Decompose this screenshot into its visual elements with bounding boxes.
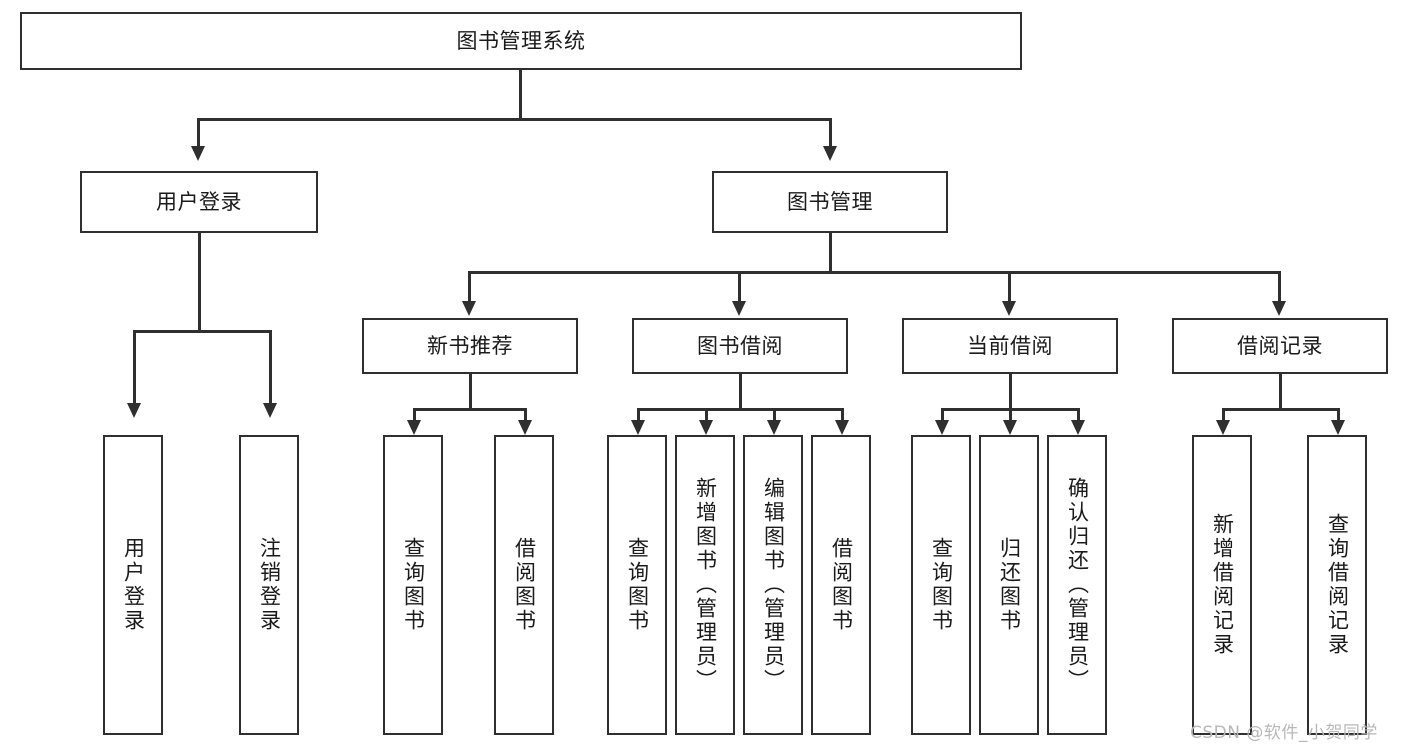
arrow-user-login-to-leaf-1 <box>127 403 141 418</box>
connector-book-management-stem <box>829 233 832 273</box>
node-label: 新增图书（管理员） <box>693 477 718 693</box>
node-label: 新增借阅记录 <box>1210 513 1235 657</box>
leaf-edit-book-admin[interactable]: 编辑图书（管理员） <box>743 435 803 735</box>
connector-cb-to-leaf-3 <box>1077 408 1080 422</box>
arrow-root-to-book-management <box>823 146 837 161</box>
node-book-management-system[interactable]: 图书管理系统 <box>20 12 1022 70</box>
leaf-logout[interactable]: 注销登录 <box>239 435 299 735</box>
connector-new-book-to-leaf-1 <box>413 408 416 422</box>
connector-bb-to-leaf-2 <box>705 408 708 422</box>
node-label: 查询图书 <box>401 537 426 633</box>
connector-user-login-stem <box>198 233 201 332</box>
arrow-bb-to-leaf-2 <box>699 420 713 435</box>
leaf-query-book-current[interactable]: 查询图书 <box>911 435 971 735</box>
node-label: 注销登录 <box>257 537 282 633</box>
connector-br-to-leaf-1 <box>1222 408 1225 422</box>
connector-br-to-leaf-2 <box>1337 408 1340 422</box>
arrow-bm-to-current-borrow <box>1002 301 1016 316</box>
arrow-br-to-leaf-2 <box>1331 420 1345 435</box>
leaf-user-login[interactable]: 用户登录 <box>103 435 163 735</box>
connector-bb-to-leaf-3 <box>773 408 776 422</box>
leaf-borrow-book-recommend[interactable]: 借阅图书 <box>494 435 554 735</box>
node-label: 查询借阅记录 <box>1325 513 1350 657</box>
leaf-query-book-borrow[interactable]: 查询图书 <box>607 435 667 735</box>
node-label: 查询图书 <box>625 537 650 633</box>
connector-root-to-book-management <box>829 118 832 148</box>
node-current-borrow[interactable]: 当前借阅 <box>902 318 1118 374</box>
node-label: 归还图书 <box>997 537 1022 633</box>
arrow-cb-to-leaf-3 <box>1071 420 1085 435</box>
node-label: 图书借阅 <box>697 333 783 358</box>
node-new-book-recommend[interactable]: 新书推荐 <box>362 318 578 374</box>
arrow-cb-to-leaf-1 <box>935 420 949 435</box>
connector-new-book-bus <box>413 408 526 411</box>
leaf-add-book-admin[interactable]: 新增图书（管理员） <box>675 435 735 735</box>
node-label: 图书管理系统 <box>456 28 586 53</box>
node-label: 用户登录 <box>121 537 146 633</box>
node-label: 借阅图书 <box>829 537 854 633</box>
connector-borrow-record-bus <box>1222 408 1339 411</box>
connector-new-book-to-leaf-2 <box>524 408 527 422</box>
leaf-add-borrow-record[interactable]: 新增借阅记录 <box>1192 435 1252 735</box>
node-label: 当前借阅 <box>967 333 1053 358</box>
arrow-bb-to-leaf-1 <box>631 420 645 435</box>
node-user-login[interactable]: 用户登录 <box>80 171 318 233</box>
connector-root-stem <box>519 70 522 120</box>
node-label: 借阅记录 <box>1237 333 1323 358</box>
arrow-root-to-user-login <box>191 146 205 161</box>
arrow-bb-to-leaf-4 <box>835 420 849 435</box>
node-label: 用户登录 <box>156 189 242 214</box>
connector-bm-to-current-borrow <box>1008 271 1011 303</box>
node-label: 新书推荐 <box>427 333 513 358</box>
connector-book-borrow-stem <box>739 374 742 410</box>
connector-book-management-bus <box>468 271 1280 274</box>
connector-bb-to-leaf-1 <box>637 408 640 422</box>
connector-current-borrow-stem <box>1009 374 1012 410</box>
leaf-borrow-book[interactable]: 借阅图书 <box>811 435 871 735</box>
arrow-new-book-to-leaf-2 <box>518 420 532 435</box>
node-label: 借阅图书 <box>512 537 537 633</box>
connector-bm-to-new-book <box>468 271 471 303</box>
node-label: 图书管理 <box>787 189 873 214</box>
leaf-confirm-return-admin[interactable]: 确认归还（管理员） <box>1047 435 1107 735</box>
connector-borrow-record-stem <box>1279 374 1282 410</box>
arrow-cb-to-leaf-2 <box>1003 420 1017 435</box>
leaf-return-book[interactable]: 归还图书 <box>979 435 1039 735</box>
connector-user-login-to-leaf-2 <box>269 330 272 405</box>
arrow-user-login-to-leaf-2 <box>263 403 277 418</box>
leaf-query-book-recommend[interactable]: 查询图书 <box>383 435 443 735</box>
node-label: 确认归还（管理员） <box>1065 477 1090 693</box>
node-label: 查询图书 <box>929 537 954 633</box>
arrow-new-book-to-leaf-1 <box>407 420 421 435</box>
connector-cb-to-leaf-1 <box>941 408 944 422</box>
arrow-bb-to-leaf-3 <box>767 420 781 435</box>
arrow-bm-to-borrow-record <box>1272 301 1286 316</box>
connector-new-book-stem <box>469 374 472 410</box>
connector-bm-to-book-borrow <box>738 271 741 303</box>
connector-bb-to-leaf-4 <box>841 408 844 422</box>
connector-user-login-bus <box>133 330 269 333</box>
connector-root-bus <box>197 118 831 121</box>
node-borrow-record[interactable]: 借阅记录 <box>1172 318 1388 374</box>
node-label: 编辑图书（管理员） <box>761 477 786 693</box>
node-book-management[interactable]: 图书管理 <box>712 171 948 233</box>
leaf-query-borrow-record[interactable]: 查询借阅记录 <box>1307 435 1367 735</box>
connector-bm-to-borrow-record <box>1278 271 1281 303</box>
node-book-borrow[interactable]: 图书借阅 <box>632 318 848 374</box>
connector-root-to-user-login <box>197 118 200 148</box>
arrow-br-to-leaf-1 <box>1216 420 1230 435</box>
connector-user-login-to-leaf-1 <box>133 330 136 405</box>
arrow-bm-to-book-borrow <box>732 301 746 316</box>
connector-cb-to-leaf-2 <box>1009 408 1012 422</box>
arrow-bm-to-new-book <box>462 301 476 316</box>
connector-book-borrow-bus <box>637 408 843 411</box>
